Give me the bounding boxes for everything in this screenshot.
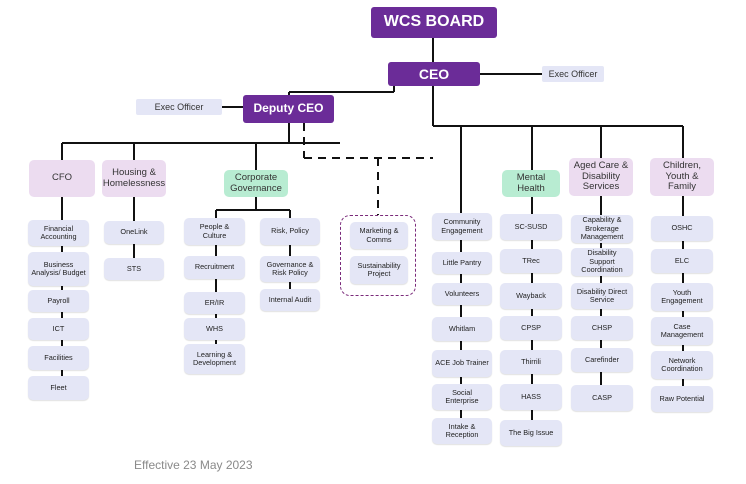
mental-item: SC-SUSD xyxy=(500,214,562,240)
corporate-item: Recruitment xyxy=(184,256,245,279)
dept-housing: Housing & Homelessness xyxy=(102,160,166,197)
mental-item: Wayback xyxy=(500,283,562,309)
children-item: Raw Potential xyxy=(651,386,713,412)
dept-aged-care: Aged Care & Disability Services xyxy=(569,158,633,196)
corporate-item: WHS xyxy=(184,318,245,340)
mental-item: HASS xyxy=(500,384,562,410)
children-item: Network Coordination xyxy=(651,351,713,379)
cfo-item: Business Analysis/ Budget xyxy=(28,252,89,286)
cfo-item: ICT xyxy=(28,318,89,340)
community-item: Community Engagement xyxy=(432,213,492,240)
cfo-item: Financial Accounting xyxy=(28,220,89,246)
aged-item: Disability Direct Service xyxy=(571,283,633,309)
community-item: Volunteers xyxy=(432,283,492,305)
cfo-item: Payroll xyxy=(28,290,89,312)
community-item: Social Enterprise xyxy=(432,384,492,410)
dept-cfo: CFO xyxy=(29,160,95,197)
aged-item: CASP xyxy=(571,385,633,411)
community-item: Little Pantry xyxy=(432,252,492,274)
children-item: ELC xyxy=(651,249,713,273)
mental-item: Thirrili xyxy=(500,350,562,374)
cfo-item: Facilities xyxy=(28,346,89,370)
dept-corporate-governance: Corporate Governance xyxy=(224,170,288,197)
aged-item: Disability Support Coordination xyxy=(571,248,633,276)
children-item: OSHC xyxy=(651,216,713,241)
aged-item: Capability & Brokerage Management xyxy=(571,215,633,243)
community-item: Whitlam xyxy=(432,317,492,341)
cfo-item: Fleet xyxy=(28,376,89,400)
aged-item: Carefinder xyxy=(571,348,633,372)
mental-item: CPSP xyxy=(500,316,562,340)
deputy-ceo-box: Deputy CEO xyxy=(243,95,334,123)
dept-children-youth: Children, Youth & Family xyxy=(650,158,714,196)
effective-date: Effective 23 May 2023 xyxy=(134,458,253,472)
ceo-box: CEO xyxy=(388,62,480,86)
housing-item: STS xyxy=(104,258,164,280)
aged-item: CHSP xyxy=(571,316,633,340)
marketing-group xyxy=(340,215,416,296)
community-item: Intake & Reception xyxy=(432,418,492,444)
marketing-item: Sustainability Project xyxy=(350,256,408,284)
corporate-item: Governance & Risk Policy xyxy=(260,256,320,282)
dept-mental-health: Mental Health xyxy=(502,170,560,197)
corporate-item: People & Culture xyxy=(184,218,245,245)
mental-item: TRec xyxy=(500,249,562,273)
corporate-item: Learning & Development xyxy=(184,344,245,374)
community-item: ACE Job Trainer xyxy=(432,350,492,377)
mental-item: The Big Issue xyxy=(500,420,562,446)
corporate-item: Internal Audit xyxy=(260,289,320,311)
corporate-item: Risk, Policy xyxy=(260,218,320,245)
ceo-exec-officer: Exec Officer xyxy=(542,66,604,82)
housing-item: OneLink xyxy=(104,221,164,244)
children-item: Case Management xyxy=(651,317,713,345)
board-box: WCS BOARD xyxy=(371,7,497,38)
corporate-item: ER/IR xyxy=(184,292,245,314)
deputy-exec-officer: Exec Officer xyxy=(136,99,222,115)
children-item: Youth Engagement xyxy=(651,283,713,311)
marketing-item: Marketing & Comms xyxy=(350,222,408,249)
